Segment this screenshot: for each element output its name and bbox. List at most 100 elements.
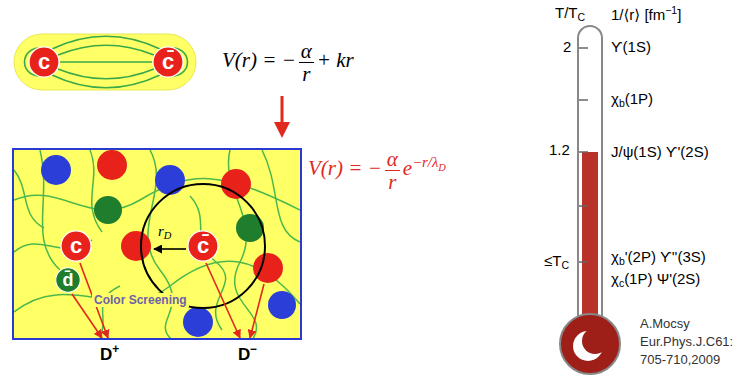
state-label: χb'(2P) ϒ''(3S)	[611, 248, 706, 268]
decay-arrow	[250, 284, 264, 338]
state-label-part: '(2P) ϒ''(3S)	[625, 248, 706, 265]
field-line	[52, 75, 160, 88]
axis-title-part: ]	[677, 6, 681, 23]
meson-label: D−	[238, 342, 257, 365]
region-label: Color Screening	[92, 293, 189, 307]
tick	[579, 205, 588, 207]
red-parton	[253, 253, 283, 283]
decay-arrow	[206, 263, 240, 338]
plasma-ground	[12, 148, 302, 340]
quark-label: c	[70, 235, 82, 257]
quark-label: c̄	[197, 235, 209, 257]
meson-label-part: D	[238, 345, 250, 364]
potential-formula-part: + kr	[317, 48, 354, 72]
state-label: χc(1P) Ψ'(2S)	[611, 270, 700, 290]
scale-value: 1.2	[549, 141, 570, 159]
reference-note-part: A.Mocsy	[640, 316, 690, 331]
state-label-part: χ	[611, 248, 619, 265]
potential-formula-part: V(r) = −	[222, 48, 296, 72]
quark-label: c̄	[162, 51, 174, 73]
tick	[579, 99, 588, 101]
scale-value-part: 2	[563, 38, 571, 55]
potential-formula-denominator: r	[300, 63, 312, 85]
debye-radius-label-part: r	[158, 223, 164, 239]
scale-value-part: 1.2	[549, 141, 570, 158]
circle-fill	[56, 268, 80, 292]
field-line	[58, 69, 154, 79]
blue-parton	[41, 155, 71, 185]
tick	[579, 151, 588, 153]
screened-potential-formula-part: V(r) = −	[308, 156, 382, 180]
charm-quark: c	[28, 46, 60, 78]
scale-ticks	[579, 48, 588, 262]
state-label-part: b	[619, 97, 625, 109]
state-label-part: (1P) Ψ'(2S)	[624, 270, 700, 287]
arrow-shaft	[281, 96, 284, 124]
gluon-string	[262, 150, 300, 242]
thermometer-bulb	[560, 314, 620, 374]
screened-potential-formula: V(r) = −αre−r/λD	[308, 148, 446, 193]
state-label-part: (1P)	[625, 90, 653, 107]
green-parton	[236, 214, 264, 242]
reference-note: Eur.Phys.J.C61:	[640, 334, 733, 350]
screened-potential-formula-numerator: α	[385, 148, 400, 171]
reference-note: 705-710,2009	[640, 352, 720, 368]
tick	[579, 261, 588, 263]
state-label-part: b	[619, 255, 625, 267]
axis-title-part: T/T	[555, 4, 578, 21]
circle-fill	[29, 47, 59, 77]
scale-value-part: C	[561, 259, 569, 271]
antidown-quark: d̄	[55, 267, 81, 293]
circle-fill	[188, 231, 218, 261]
quark-label: c	[38, 51, 50, 73]
flux-tube	[14, 34, 196, 90]
plasma-partons	[41, 150, 296, 337]
state-label-part: χ	[611, 270, 619, 287]
state-label-part: J/ψ(1S) ϒ'(2S)	[611, 143, 709, 160]
decay-arrows	[72, 263, 264, 338]
red-parton	[121, 231, 151, 261]
screened-potential-formula-part: e	[403, 156, 412, 180]
debye-radius-label: rD	[156, 222, 173, 243]
circle-fill	[153, 47, 183, 77]
axis-title-part: −1	[665, 4, 677, 16]
charm-quark: c	[60, 230, 92, 262]
tick	[579, 47, 588, 49]
meson-label-part: D	[100, 345, 112, 364]
screened-potential-formula-denominator: r	[386, 171, 398, 193]
axis-title: 1/⟨r⟩ [fm−1]	[611, 4, 681, 24]
field-line	[60, 61, 152, 63]
transition-arrow	[274, 96, 290, 138]
potential-formula: V(r) = −αr+ kr	[222, 40, 354, 85]
tube-body	[14, 34, 196, 90]
state-label: χb(1P)	[611, 90, 653, 110]
screening-radius-circle	[141, 184, 265, 308]
state-label-part: c	[619, 277, 624, 289]
gluon-strings	[14, 150, 300, 338]
field-line	[52, 36, 160, 49]
meson-label-part: +	[112, 342, 119, 356]
state-label: J/ψ(1S) ϒ'(2S)	[611, 143, 709, 161]
arrow-head	[274, 122, 290, 138]
thermometer	[560, 26, 620, 374]
state-label-part: ϒ(1S)	[611, 38, 651, 55]
state-label: ϒ(1S)	[611, 38, 651, 56]
scale-value-part: ≤T	[544, 252, 561, 269]
screened-potential-formula-part: D	[438, 162, 446, 173]
blue-parton	[183, 307, 213, 337]
scale-value: ≤TC	[544, 252, 569, 272]
blue-parton	[155, 165, 185, 195]
scale-value: 2	[563, 38, 571, 56]
debye-radius-label-part: D	[164, 230, 172, 241]
reference-note-part: Eur.Phys.J.C61:	[640, 334, 733, 349]
reference-note: A.Mocsy	[640, 316, 690, 332]
anticharm-quark: c̄	[152, 46, 184, 78]
fraction: αr	[299, 40, 314, 85]
axis-title-part: C	[578, 11, 586, 23]
meson-label: D+	[100, 342, 119, 365]
gluon-string	[14, 170, 44, 228]
axis-title-part: 1/⟨r⟩ [fm	[611, 6, 665, 23]
debye-radius-arrow	[154, 248, 186, 250]
